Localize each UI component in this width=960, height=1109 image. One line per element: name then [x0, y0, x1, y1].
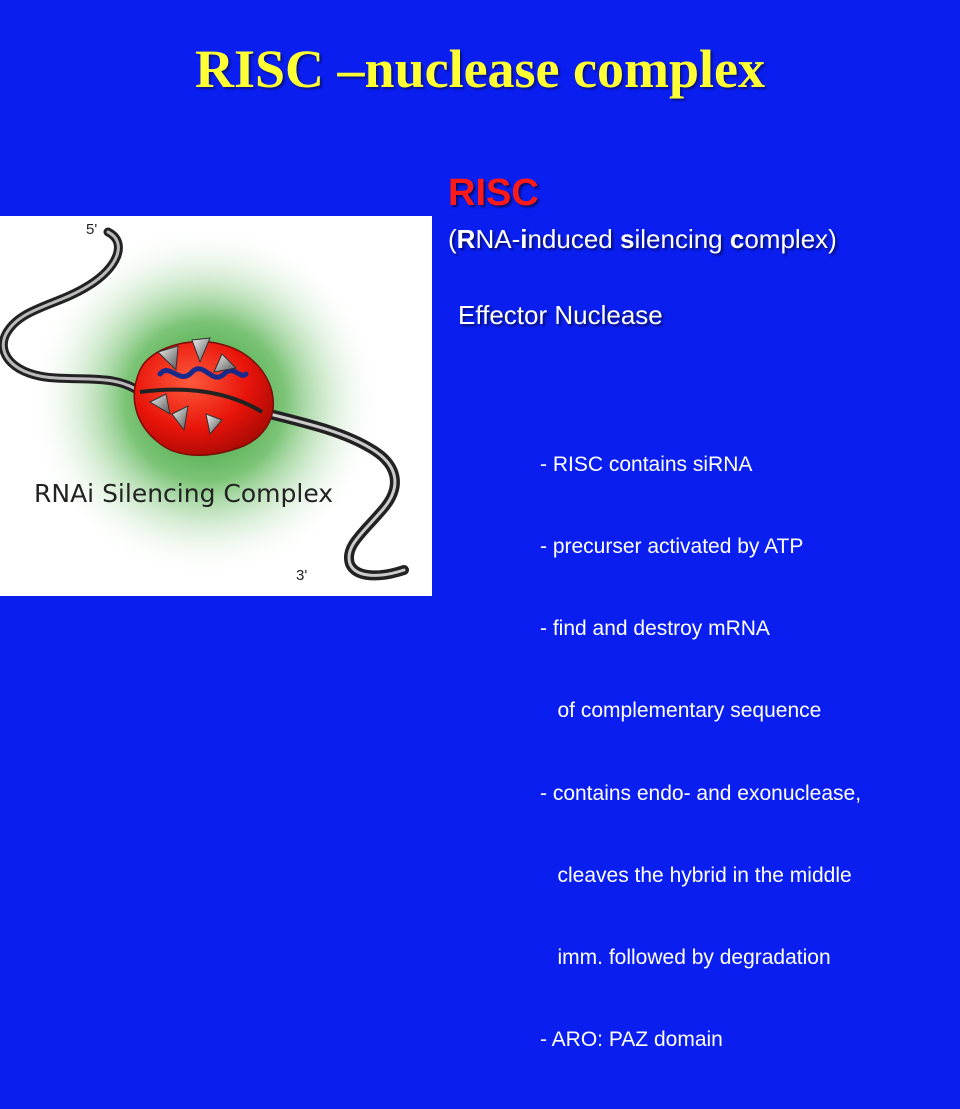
expansion-open: (	[448, 224, 457, 254]
effector-subheading: Effector Nuclease	[458, 300, 663, 330]
expansion-rest-i: nduced	[527, 224, 620, 254]
list-item: cleaves the hybrid in the middle	[540, 863, 852, 887]
risc-expansion: (RNA-induced silencing complex)	[448, 224, 837, 255]
sirna-strand	[157, 366, 249, 380]
list-item: of complementary sequence	[540, 699, 822, 723]
expansion-initial-i: i	[520, 224, 528, 254]
cleavage-wedges	[148, 337, 238, 436]
mrna-ribbon	[0, 227, 409, 581]
risc-illustration: 5' 3' RNAi Silencing Complex	[0, 216, 432, 596]
expansion-initial-c: c	[729, 224, 745, 254]
expansion-rest-s: ilencing	[634, 224, 730, 254]
risc-heading: RISC	[448, 172, 539, 214]
list-item: imm. followed by degradation	[540, 946, 831, 970]
list-item: - precurser activated by ATP	[540, 535, 804, 559]
figure-caption: RNAi Silencing Complex	[34, 479, 333, 508]
list-item: - contains endo- and exonuclease,	[540, 781, 862, 805]
list-item: - ARO: PAZ domain	[540, 1028, 723, 1052]
expansion-rest-c: omplex	[744, 224, 829, 254]
slide: RISC –nuclease complex	[0, 39, 861, 1051]
label-3prime: 3'	[296, 567, 307, 584]
expansion-close: )	[828, 224, 837, 254]
feature-list: - RISC contains siRNA - precurser activa…	[540, 396, 861, 1109]
slide-title: RISC –nuclease complex	[195, 39, 765, 99]
label-5prime: 5'	[86, 221, 97, 238]
expansion-rest-r: NA-	[475, 224, 521, 254]
risc-diagram: 5' 3' RNAi Silencing Complex	[0, 221, 409, 584]
expansion-initial-r: R	[456, 224, 476, 254]
list-item: - find and destroy mRNA	[540, 617, 770, 641]
list-item: - RISC contains siRNA	[540, 452, 753, 476]
expansion-initial-s: s	[620, 224, 635, 254]
